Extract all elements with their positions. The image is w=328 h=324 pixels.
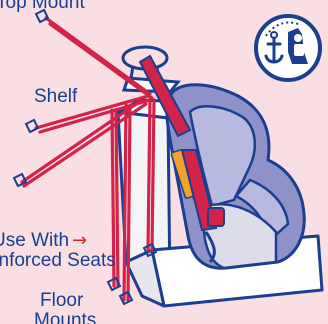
floor-label: Floor [40, 290, 84, 311]
top-mount-label: Top Mount [0, 0, 85, 13]
top-tether-strap [138, 54, 225, 264]
anchor-hooks [12, 8, 158, 306]
use-with-label: Use With [0, 230, 70, 251]
mounts-label: Mounts [34, 310, 97, 324]
reinforced-seats-label: Reinforced Seats [0, 250, 116, 271]
shelf-label: Shelf [34, 86, 78, 107]
child-car-seat [165, 83, 306, 270]
tether-straps [20, 16, 156, 302]
anchor-child-seat-icon [254, 14, 322, 82]
right-arrow-icon: → [72, 230, 88, 251]
